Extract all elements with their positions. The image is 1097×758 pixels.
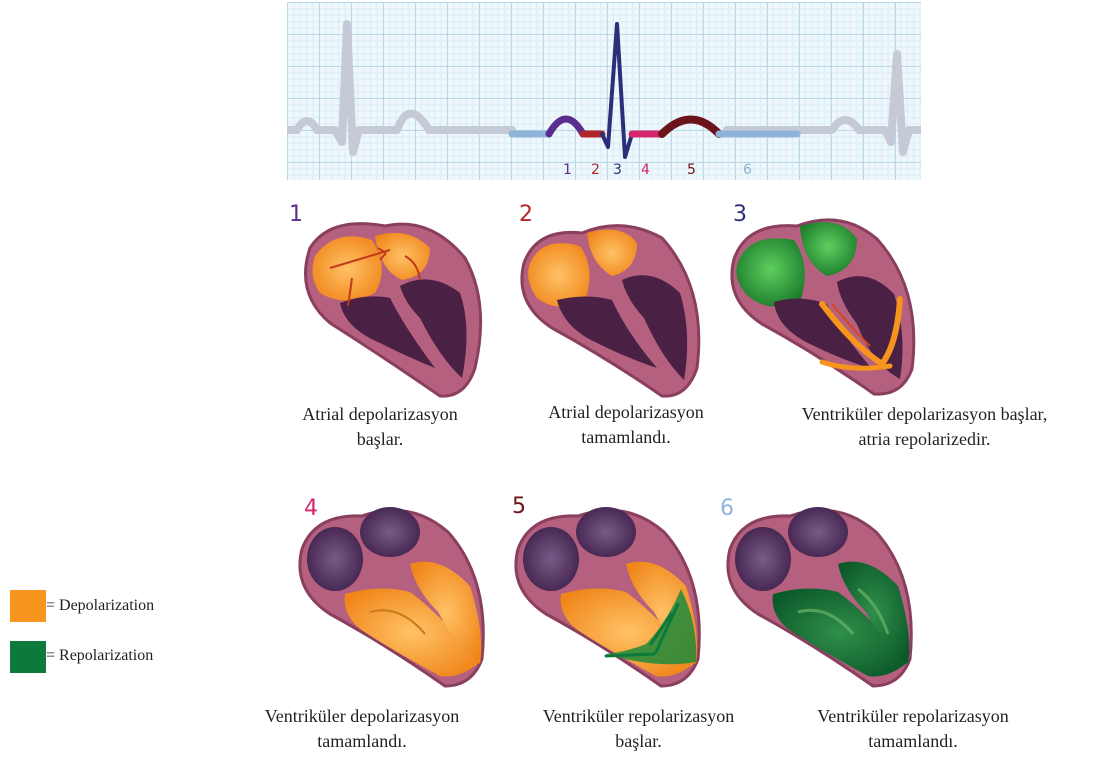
heart-illustration [290,494,490,694]
ecg-segment-3 [602,24,632,157]
ecg-faded-trace [287,24,512,152]
ecg-marker-3: 3 [613,162,622,178]
caption-line-2: tamamlandı. [778,729,1048,754]
panel-3-caption: Ventriküler depolarizasyon başlar, atria… [752,402,1097,452]
panel-5-caption: Ventriküler repolarizasyon başlar. [506,704,771,754]
heart-panel-5 [506,494,706,694]
caption-line-1: Ventriküler depolarizasyon başlar, [752,402,1097,427]
legend-repolarization-swatch [10,641,46,673]
caption-line-1: Ventriküler repolarizasyon [778,704,1048,729]
ecg-marker-5: 5 [687,162,696,178]
ecg-strip: 1 2 3 4 5 6 [287,2,921,180]
panel-6-caption: Ventriküler repolarizasyon tamamlandı. [778,704,1048,754]
legend-depolarization-label: = Depolarization [46,597,154,615]
ecg-marker-1: 1 [563,162,572,178]
heart-illustration [512,208,712,408]
legend-repolarization-label: = Repolarization [46,647,153,665]
panel-4-caption: Ventriküler depolarizasyon tamamlandı. [227,704,497,754]
caption-line-2: tamamlandı. [491,425,761,450]
panel-1-caption: Atrial depolarizasyon başlar. [245,402,515,452]
heart-panel-1 [290,208,490,408]
ecg-waveform [287,2,921,180]
caption-line-1: Ventriküler depolarizasyon [227,704,497,729]
heart-illustration [718,494,918,694]
ecg-marker-4: 4 [641,162,650,178]
heart-illustration [506,494,706,694]
heart-illustration [722,204,922,404]
caption-line-2: başlar. [506,729,771,754]
caption-line-2: başlar. [245,427,515,452]
caption-line-2: atria repolarizedir. [752,427,1097,452]
ecg-marker-6: 6 [743,162,752,178]
caption-line-1: Atrial depolarizasyon [491,400,761,425]
caption-line-2: tamamlandı. [227,729,497,754]
caption-line-1: Ventriküler repolarizasyon [506,704,771,729]
caption-line-1: Atrial depolarizasyon [245,402,515,427]
heart-illustration [290,208,490,408]
panel-2-caption: Atrial depolarizasyon tamamlandı. [491,400,761,450]
ecg-segment-1 [549,119,583,134]
heart-panel-2 [512,208,712,408]
ecg-marker-2: 2 [591,162,600,178]
heart-panel-6 [718,494,918,694]
ecg-segment-5 [662,120,719,135]
heart-panel-4 [290,494,490,694]
heart-panel-3 [722,204,922,404]
legend-depolarization-swatch [10,590,46,622]
